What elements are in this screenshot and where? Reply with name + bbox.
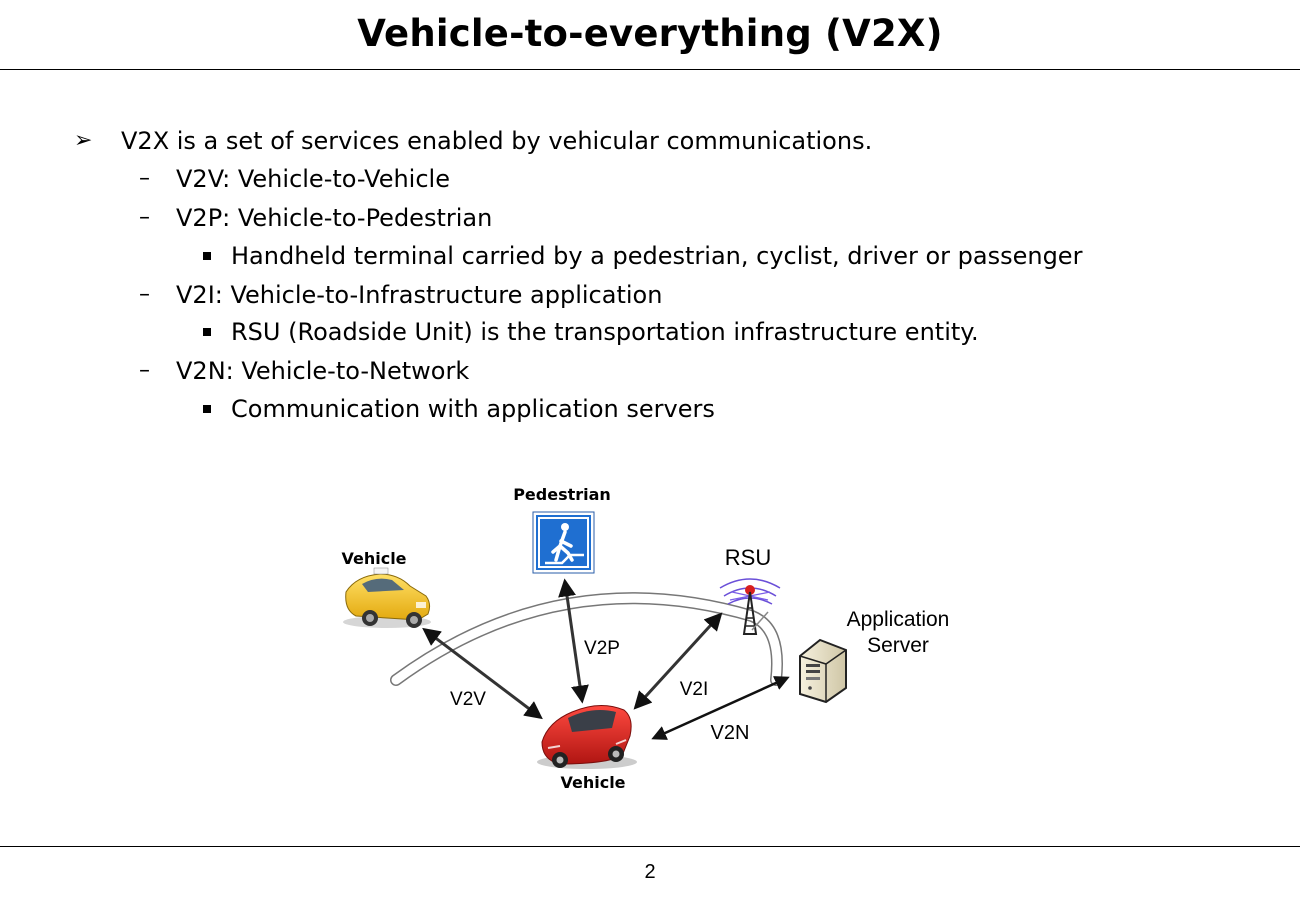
v2v-label: V2V — [450, 689, 486, 710]
title-divider — [0, 69, 1300, 70]
bullet-v2v: V2V: Vehicle-to-Vehicle — [176, 165, 450, 193]
bullet-v2n: V2N: Vehicle-to-Network — [176, 357, 470, 385]
application-server-label-line2: Server — [867, 634, 929, 657]
slide-title: Vehicle-to-everything (V2X) — [357, 12, 943, 55]
v2p-label: V2P — [584, 638, 620, 659]
v2i-arrow — [633, 612, 723, 710]
dash-bullet-icon: – — [139, 166, 150, 191]
dash-bullet-icon: – — [139, 205, 150, 230]
application-server-label-line1: Application — [847, 608, 950, 631]
rsu-tower-icon — [719, 578, 781, 635]
arrow-bullet-icon: ➢ — [74, 128, 93, 153]
page-number: 2 — [644, 861, 656, 883]
dash-bullet-icon: – — [139, 282, 150, 307]
server-icon — [799, 638, 847, 704]
square-bullet-icon — [203, 405, 211, 413]
v2p-arrow — [558, 578, 589, 704]
pedestrian-sign-icon — [532, 511, 595, 574]
v2n-label: V2N — [711, 722, 750, 744]
vehicle-top-label: Vehicle — [341, 549, 406, 568]
rsu-label: RSU — [725, 545, 771, 570]
v2v-arrow — [422, 627, 543, 720]
footer-divider — [0, 846, 1300, 847]
bullet-v2i: V2I: Vehicle-to-Infrastructure applicati… — [176, 281, 663, 309]
square-bullet-icon — [203, 328, 211, 336]
vehicle-bottom-label: Vehicle — [560, 773, 625, 792]
bullet-v2n-detail: Communication with application servers — [231, 395, 715, 423]
bullet-v2i-detail: RSU (Roadside Unit) is the transportatio… — [231, 318, 979, 346]
v2i-label: V2I — [680, 679, 709, 700]
bullet-v2p: V2P: Vehicle-to-Pedestrian — [176, 204, 493, 232]
square-bullet-icon — [203, 252, 211, 260]
bullet-v2p-detail: Handheld terminal carried by a pedestria… — [231, 242, 1083, 270]
bullet-main: V2X is a set of services enabled by vehi… — [121, 127, 873, 155]
yellow-car-icon — [343, 567, 431, 628]
pedestrian-label: Pedestrian — [513, 485, 611, 504]
v2n-arrow — [651, 676, 790, 740]
red-car-icon — [537, 705, 637, 769]
dash-bullet-icon: – — [139, 358, 150, 383]
